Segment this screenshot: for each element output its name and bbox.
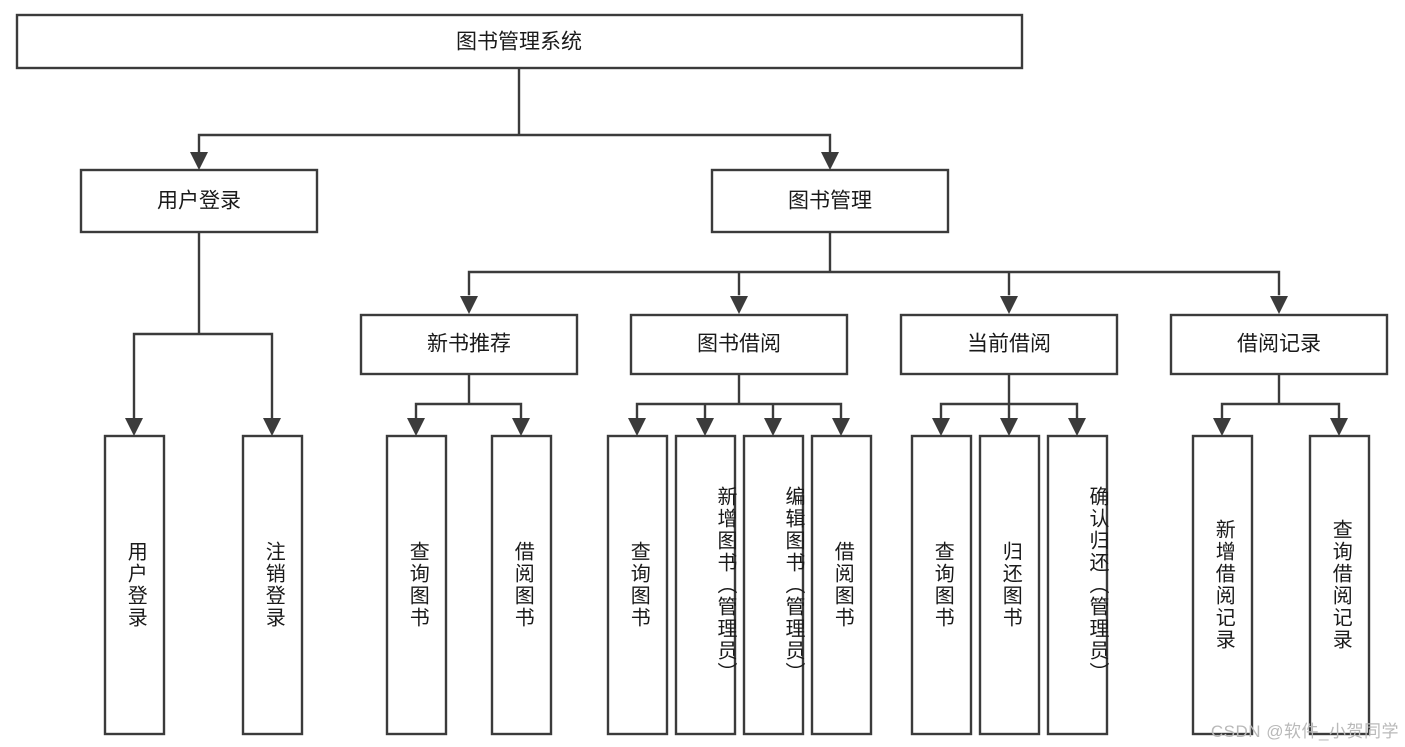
- leaf-box-query-book-cb[interactable]: [910, 434, 973, 736]
- leaf-box-user-login[interactable]: [103, 434, 166, 736]
- arrow-to-leaf-return-book: [1000, 418, 1018, 436]
- node-user-login-box[interactable]: [79, 168, 319, 234]
- leaf-box-confirm-return[interactable]: [1046, 434, 1109, 736]
- leaf-box-add-record[interactable]: [1191, 434, 1254, 736]
- node-book-borrow-box[interactable]: [629, 313, 849, 376]
- leaf-box-add-book[interactable]: [674, 434, 737, 736]
- node-user-login-label: 用户登录: [157, 190, 241, 213]
- arrow-to-leaf-query-book-cb: [932, 418, 950, 436]
- node-current-borrow-label: 当前借阅: [967, 333, 1051, 356]
- leaf-box-layer: [103, 434, 1371, 736]
- node-book-management-label: 图书管理: [788, 190, 872, 213]
- node-book-borrow[interactable]: 图书借阅: [629, 313, 849, 376]
- arrow-to-leaf-logout: [263, 418, 281, 436]
- arrow-to-book-management: [821, 152, 839, 170]
- arrow-to-leaf-add-record: [1213, 418, 1231, 436]
- arrow-to-leaf-user-login: [125, 418, 143, 436]
- leaf-box-query-book-nb[interactable]: [385, 434, 448, 736]
- arrow-to-leaf-borrow-book-nb: [512, 418, 530, 436]
- node-current-borrow-box[interactable]: [899, 313, 1119, 376]
- connector-bookborrow-to-bus: [635, 372, 843, 420]
- connector-newbook-to-bus: [414, 372, 523, 420]
- leaf-box-edit-book[interactable]: [742, 434, 805, 736]
- arrow-to-user-login: [190, 152, 208, 170]
- leaf-box-borrow-book-nb[interactable]: [490, 434, 553, 736]
- arrow-to-leaf-confirm-return: [1068, 418, 1086, 436]
- node-root-system[interactable]: 图书管理系统: [15, 13, 1024, 70]
- connector-bookmgmt-to-bus: [467, 230, 1281, 296]
- node-book-management[interactable]: 图书管理: [710, 168, 950, 234]
- node-new-book-recommend-box[interactable]: [359, 313, 579, 376]
- node-borrow-record-label: 借阅记录: [1237, 333, 1321, 356]
- leaf-box-query-book-bb[interactable]: [606, 434, 669, 736]
- arrow-to-leaf-add-book: [696, 418, 714, 436]
- arrow-to-book-borrow: [730, 296, 748, 314]
- node-new-book-recommend-label: 新书推荐: [427, 333, 511, 356]
- connector-currentborrow-to-bus: [939, 372, 1079, 420]
- arrowhead-layer: [125, 152, 1348, 436]
- arrow-to-leaf-borrow-book-bb: [832, 418, 850, 436]
- node-user-login[interactable]: 用户登录: [79, 168, 319, 234]
- leaf-box-logout[interactable]: [241, 434, 304, 736]
- connector-root-to-bus: [197, 66, 832, 157]
- arrow-to-borrow-record: [1270, 296, 1288, 314]
- node-borrow-record-box[interactable]: [1169, 313, 1389, 376]
- node-book-management-box[interactable]: [710, 168, 950, 234]
- leaf-box-query-record[interactable]: [1308, 434, 1371, 736]
- node-borrow-record[interactable]: 借阅记录: [1169, 313, 1389, 376]
- arrow-to-current-borrow: [1000, 296, 1018, 314]
- leaf-box-borrow-book-bb[interactable]: [810, 434, 873, 736]
- node-root-system-box[interactable]: [15, 13, 1024, 70]
- arrow-to-leaf-edit-book: [764, 418, 782, 436]
- node-book-borrow-label: 图书借阅: [697, 333, 781, 356]
- connector-userlogin-to-bus: [132, 230, 274, 420]
- connector-layer: [132, 66, 1341, 420]
- arrow-to-leaf-query-record: [1330, 418, 1348, 436]
- leaf-box-return-book[interactable]: [978, 434, 1041, 736]
- node-new-book-recommend[interactable]: 新书推荐: [359, 313, 579, 376]
- connector-borrowrecord-to-bus: [1220, 372, 1341, 420]
- node-root-system-label: 图书管理系统: [456, 31, 582, 54]
- arrow-to-leaf-query-book-nb: [407, 418, 425, 436]
- node-current-borrow[interactable]: 当前借阅: [899, 313, 1119, 376]
- arrow-to-leaf-query-book-bb: [628, 418, 646, 436]
- csdn-watermark: CSDN @软件_小贺同学: [1210, 722, 1399, 741]
- arrow-to-new-book: [460, 296, 478, 314]
